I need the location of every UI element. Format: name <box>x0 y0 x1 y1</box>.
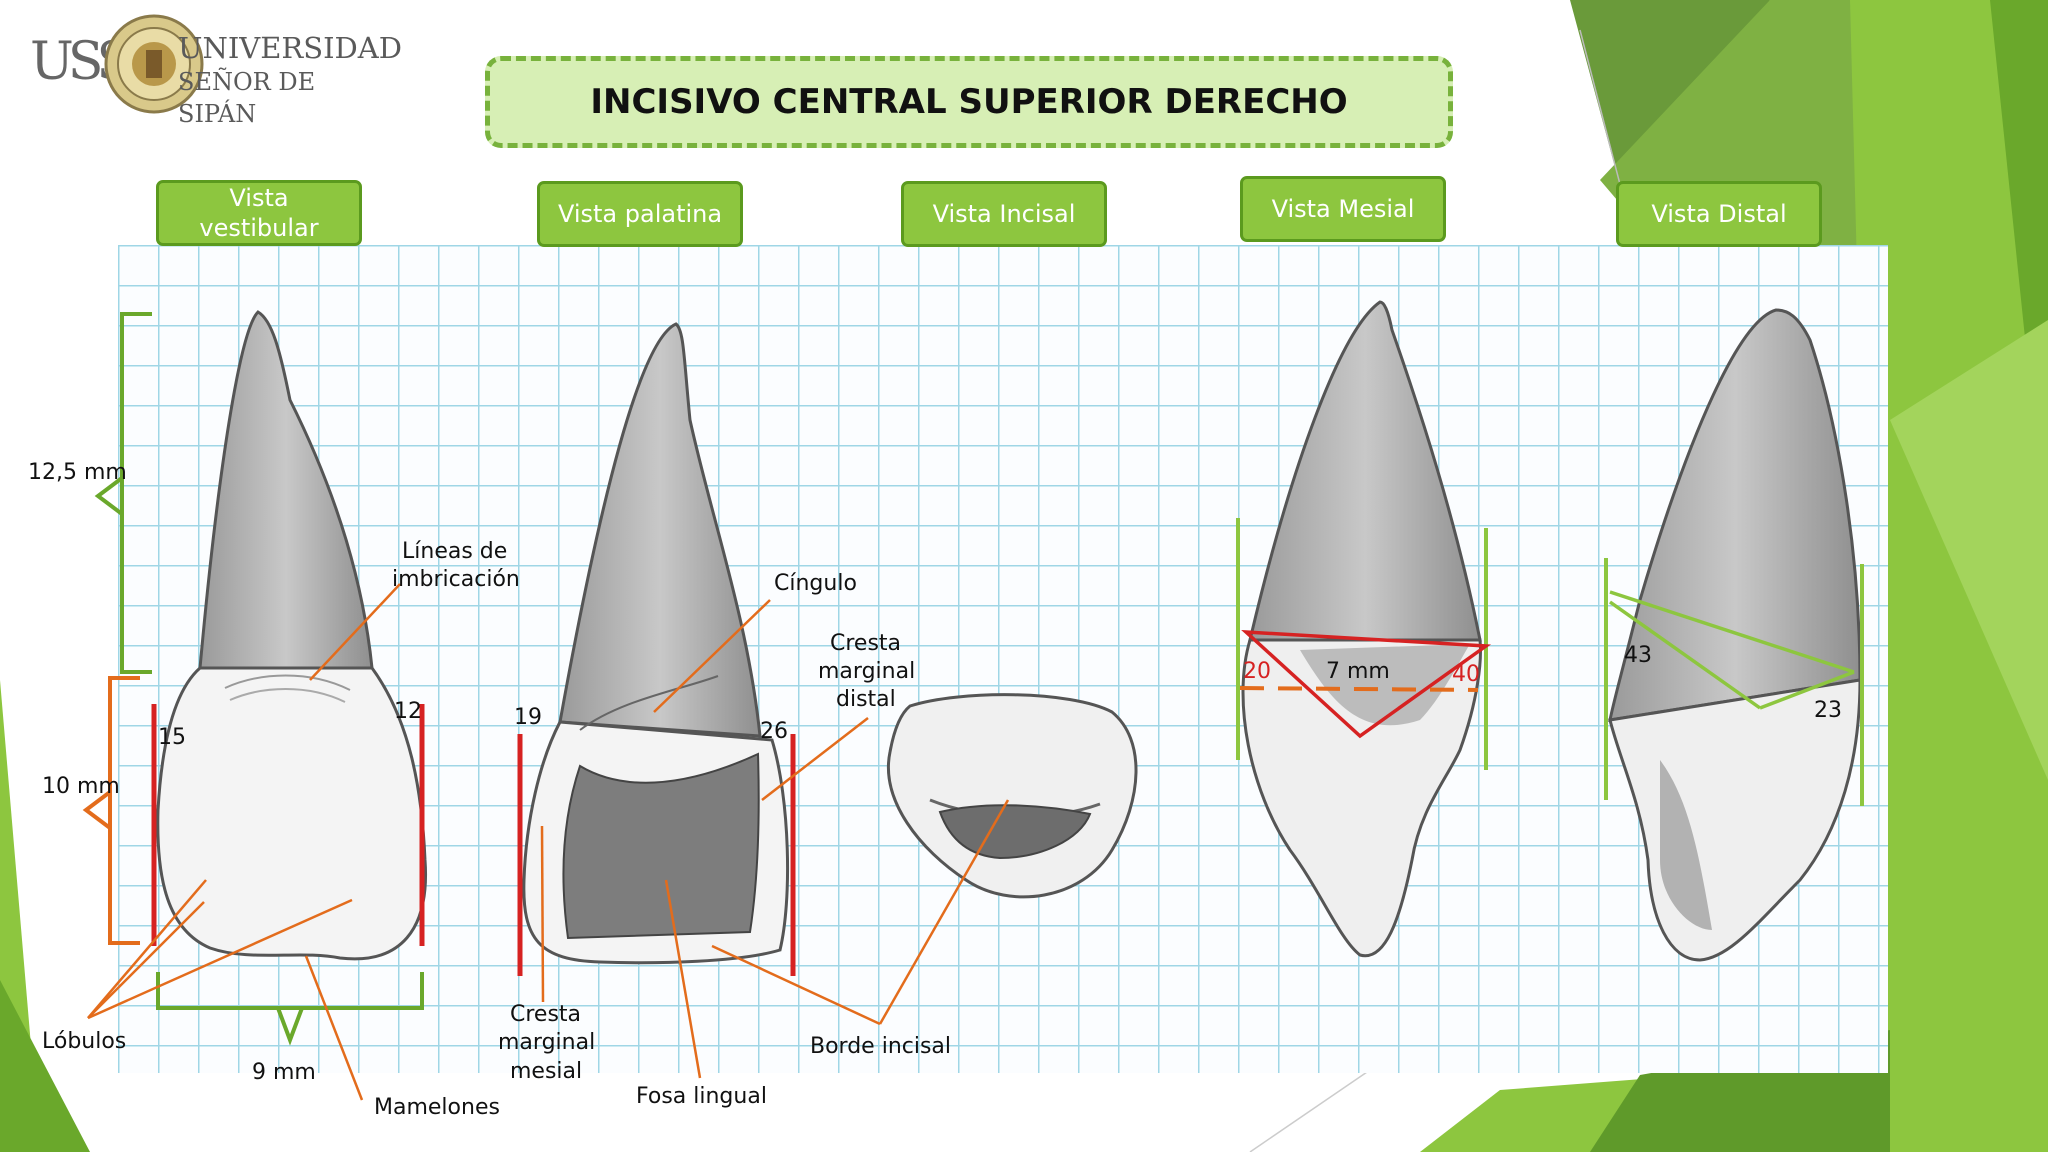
cresta-mesial-label-2: marginal <box>498 1030 596 1055</box>
crown-width-label: 9 mm <box>252 1060 316 1085</box>
tooth-vestibular <box>156 310 428 961</box>
seal-icon <box>104 14 204 114</box>
mesial-right-number: 40 <box>1452 662 1480 687</box>
mamelones-label: Mamelones <box>374 1095 500 1120</box>
grid-paper <box>118 245 1888 1073</box>
tab-vista-mesial[interactable]: Vista Mesial <box>1240 176 1446 242</box>
crown-length-label: 10 mm <box>42 774 120 799</box>
distal-left-number: 43 <box>1624 643 1652 668</box>
tab-vista-distal[interactable]: Vista Distal <box>1616 181 1822 247</box>
cresta-mesial-label-3: mesial <box>510 1059 583 1084</box>
tooth-distal <box>1608 308 1862 962</box>
vestibular-measure <box>82 312 425 1101</box>
tab-vista-incisal-label: Vista Incisal <box>932 200 1076 228</box>
vest-left-number: 15 <box>158 725 186 750</box>
logo-line2: SEÑOR DE SIPÁN <box>178 68 316 128</box>
fosa-lingual-label: Fosa lingual <box>636 1084 767 1109</box>
tooth-mesial <box>1241 300 1482 958</box>
mesial-width-label: 7 mm <box>1326 659 1390 684</box>
logo-line1: UNIVERSIDAD <box>178 31 402 65</box>
tab-vista-palatina[interactable]: Vista palatina <box>537 181 743 247</box>
pal-right-number: 26 <box>760 719 788 744</box>
cresta-distal-label-3: distal <box>836 687 896 712</box>
tooth-palatina <box>522 322 790 965</box>
tab-vista-mesial-label: Vista Mesial <box>1271 195 1415 223</box>
university-logo: USS UNIVERSIDAD SEÑOR DE SIPÁN <box>30 8 402 128</box>
page-title: INCISIVO CENTRAL SUPERIOR DERECHO <box>590 82 1348 122</box>
tab-vista-vestibular-label: Vista vestibular <box>199 184 319 242</box>
mesial-measure <box>1236 518 1492 770</box>
cresta-distal-label-1: Cresta <box>830 631 902 656</box>
incisal-measure <box>878 799 1010 1025</box>
mesial-left-number: 20 <box>1243 659 1271 684</box>
tab-vista-palatina-label: Vista palatina <box>557 200 723 228</box>
tab-vista-incisal[interactable]: Vista Incisal <box>901 181 1107 247</box>
tab-vista-distal-label: Vista Distal <box>1651 200 1787 228</box>
distal-measure <box>1604 558 1864 806</box>
palatina-measure <box>517 599 881 1079</box>
cingulo-label: Cíngulo <box>774 571 857 596</box>
tooth-incisal <box>887 693 1138 899</box>
imbrication-label-1: Líneas de <box>402 539 508 564</box>
imbrication-label-2: imbricación <box>392 567 520 592</box>
root-length-label: 12,5 mm <box>28 460 127 485</box>
tab-vista-vestibular[interactable]: Vista vestibular <box>156 180 362 246</box>
title-box: INCISIVO CENTRAL SUPERIOR DERECHO <box>485 56 1453 148</box>
distal-right-number: 23 <box>1814 698 1842 723</box>
lobulos-label: Lóbulos <box>42 1029 127 1054</box>
vest-right-number: 12 <box>394 699 422 724</box>
borde-incisal-label: Borde incisal <box>810 1034 952 1059</box>
pal-left-number: 19 <box>514 705 542 730</box>
cresta-mesial-label-1: Cresta <box>510 1002 582 1027</box>
cresta-distal-label-2: marginal <box>818 659 916 684</box>
